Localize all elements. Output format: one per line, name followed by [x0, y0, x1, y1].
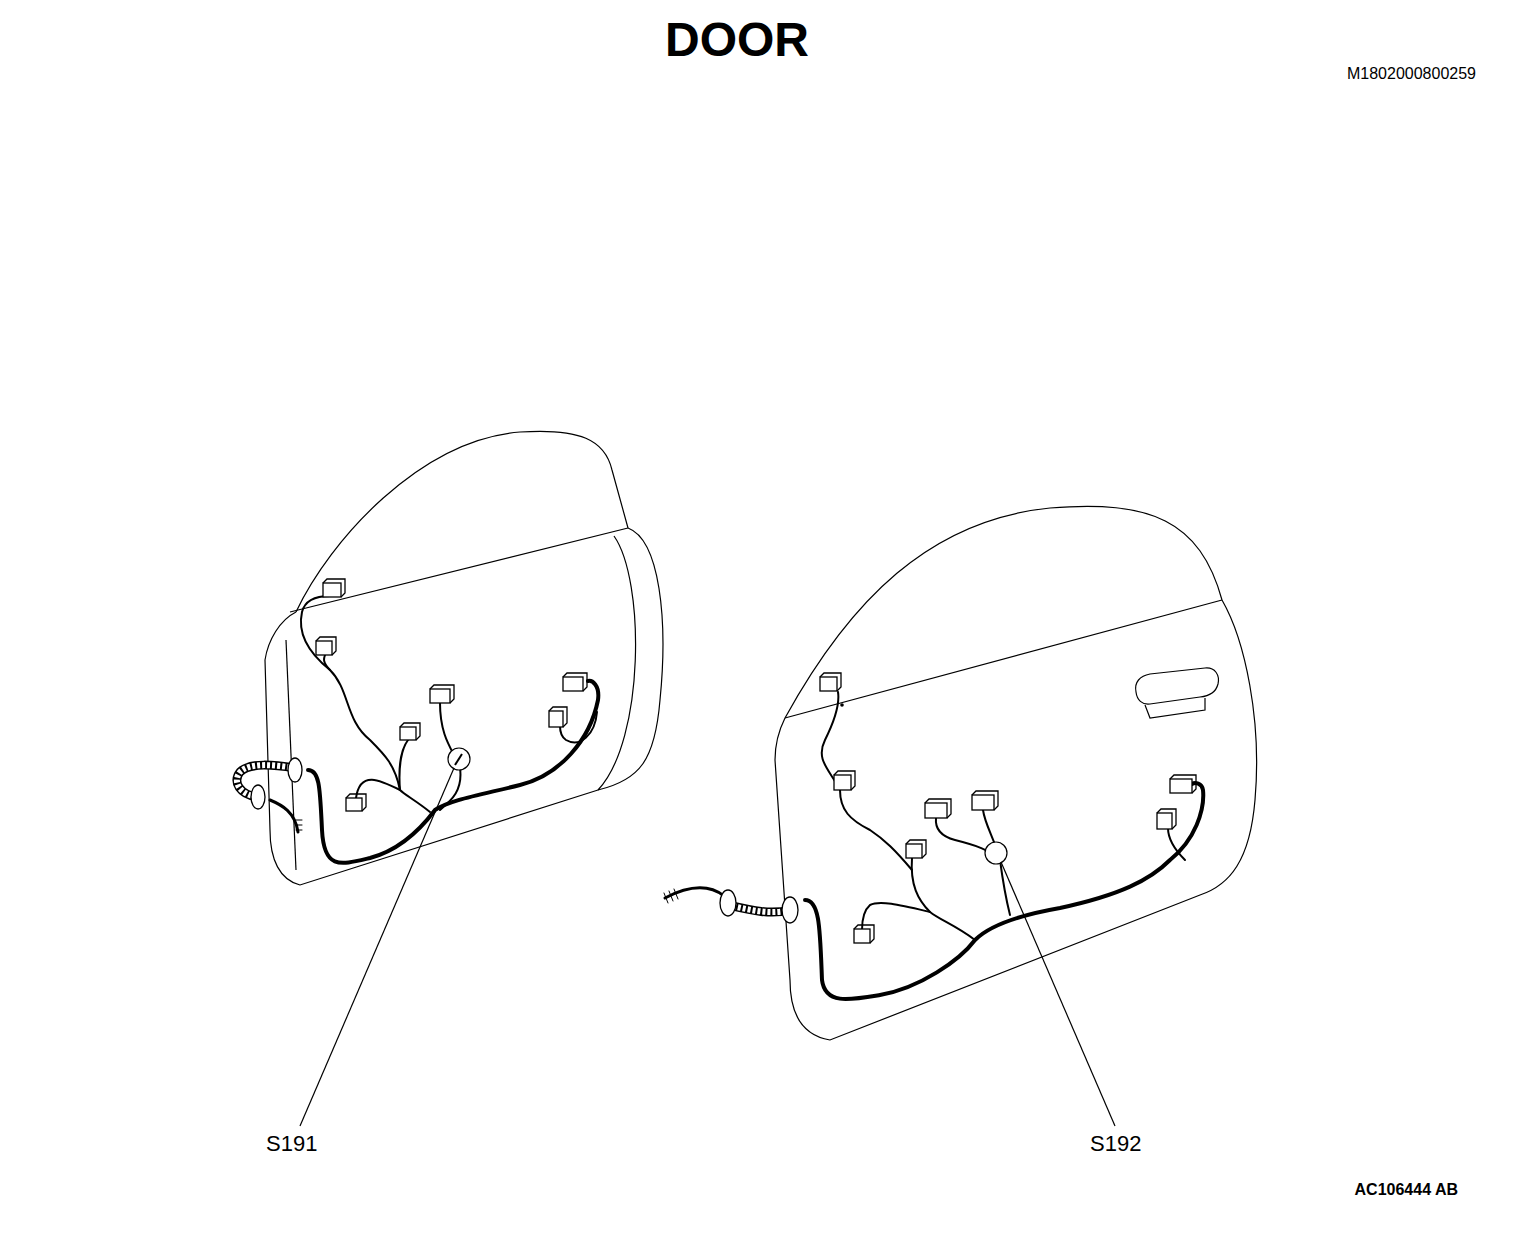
document-code: M1802000800259 [1347, 66, 1476, 82]
splice-label: S192 [1090, 1133, 1141, 1155]
page-title: DOOR [665, 16, 809, 64]
door-outlines [265, 431, 1257, 1040]
connectors [316, 579, 1196, 943]
splice-label: S191 [266, 1133, 317, 1155]
wire-harness [270, 596, 1203, 999]
figure-code: AC106444 AB [1355, 1182, 1458, 1198]
grommets [237, 758, 798, 923]
splice-leaders [300, 748, 1115, 1126]
